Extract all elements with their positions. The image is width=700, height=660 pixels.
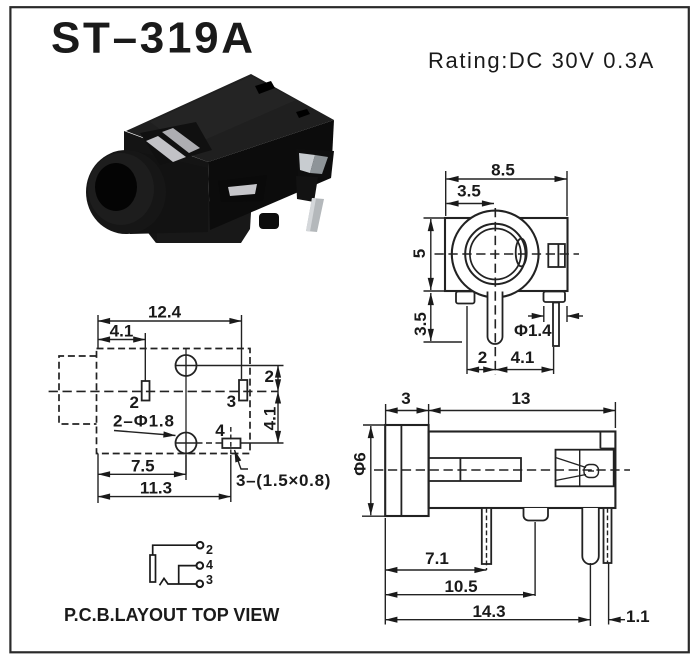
svg-text:4: 4 xyxy=(215,421,225,440)
svg-text:13: 13 xyxy=(512,389,531,408)
svg-text:11.3: 11.3 xyxy=(140,479,172,498)
svg-text:Φ1.4: Φ1.4 xyxy=(514,321,552,340)
svg-text:3: 3 xyxy=(206,573,213,587)
svg-text:4.1: 4.1 xyxy=(511,348,535,367)
svg-text:2: 2 xyxy=(129,393,138,412)
svg-text:ST–319A: ST–319A xyxy=(51,14,256,63)
svg-text:10.5: 10.5 xyxy=(444,577,477,596)
svg-text:3: 3 xyxy=(227,392,236,411)
svg-text:7.5: 7.5 xyxy=(131,457,155,476)
svg-text:2–Φ1.8: 2–Φ1.8 xyxy=(113,412,175,431)
svg-text:2: 2 xyxy=(265,367,274,386)
svg-text:12.4: 12.4 xyxy=(148,303,182,322)
svg-text:3–(1.5×0.8): 3–(1.5×0.8) xyxy=(236,471,331,490)
svg-text:P.C.B.LAYOUT TOP VIEW: P.C.B.LAYOUT TOP VIEW xyxy=(64,605,279,625)
svg-text:2: 2 xyxy=(206,543,213,557)
svg-text:4: 4 xyxy=(206,558,213,572)
svg-text:Rating:DC 30V 0.3A: Rating:DC 30V 0.3A xyxy=(428,48,655,73)
svg-text:3.5: 3.5 xyxy=(457,182,481,201)
svg-text:7.1: 7.1 xyxy=(425,549,449,568)
svg-text:3.5: 3.5 xyxy=(411,312,430,336)
svg-text:4.1: 4.1 xyxy=(110,322,134,341)
svg-text:3: 3 xyxy=(401,389,410,408)
svg-text:5: 5 xyxy=(410,249,429,258)
svg-text:Φ6: Φ6 xyxy=(351,452,370,475)
svg-text:1.1: 1.1 xyxy=(626,607,650,626)
svg-text:8.5: 8.5 xyxy=(491,161,515,180)
svg-text:4.1: 4.1 xyxy=(261,407,280,431)
svg-text:14.3: 14.3 xyxy=(472,602,505,621)
svg-text:2: 2 xyxy=(478,348,487,367)
